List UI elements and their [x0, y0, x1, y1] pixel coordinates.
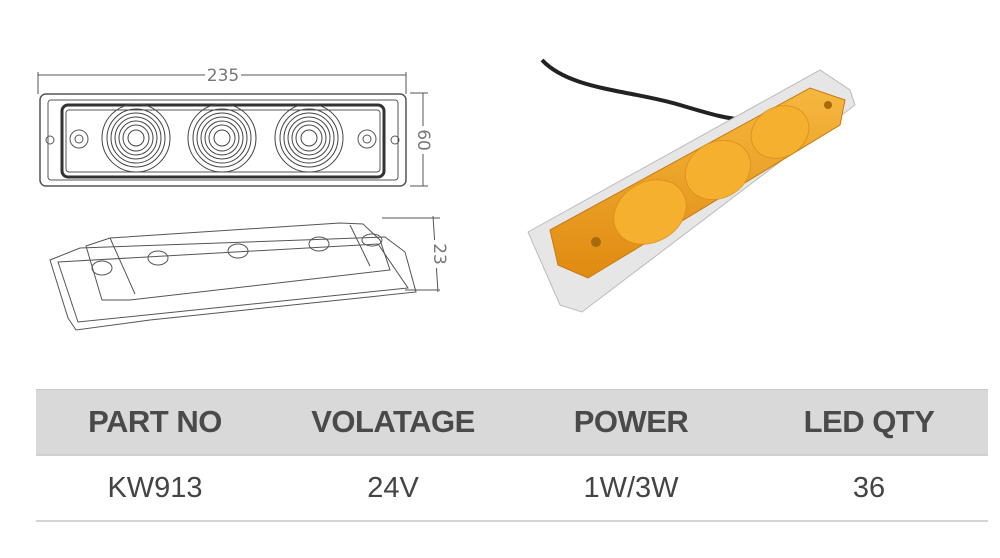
spec-table-header: PART NO VOLATAGE POWER LED QTY — [36, 389, 988, 456]
spec-table: PART NO VOLATAGE POWER LED QTY KW913 24V… — [36, 389, 988, 522]
cell-voltage: 24V — [367, 471, 419, 504]
header-power: POWER — [573, 404, 689, 439]
header-voltage: VOLATAGE — [311, 404, 475, 439]
cell-power: 1W/3W — [583, 471, 679, 504]
depth-dimension: 23 — [429, 243, 449, 265]
lens-rings — [101, 103, 344, 173]
table-row: KW913 24V 1W/3W 36 — [36, 456, 988, 522]
header-led-qty: LED QTY — [803, 404, 935, 439]
cable — [540, 58, 751, 122]
height-dimension: 60 — [413, 129, 433, 151]
cell-led-qty: 36 — [852, 471, 886, 504]
width-dimension: 235 — [207, 66, 239, 86]
cell-part-no: KW913 — [107, 471, 203, 504]
product-photo — [527, 58, 856, 313]
header-part-no: PART NO — [88, 404, 222, 439]
top-view-drawing: 235 60 — [37, 64, 433, 187]
side-view-drawing: 23 — [49, 215, 449, 331]
